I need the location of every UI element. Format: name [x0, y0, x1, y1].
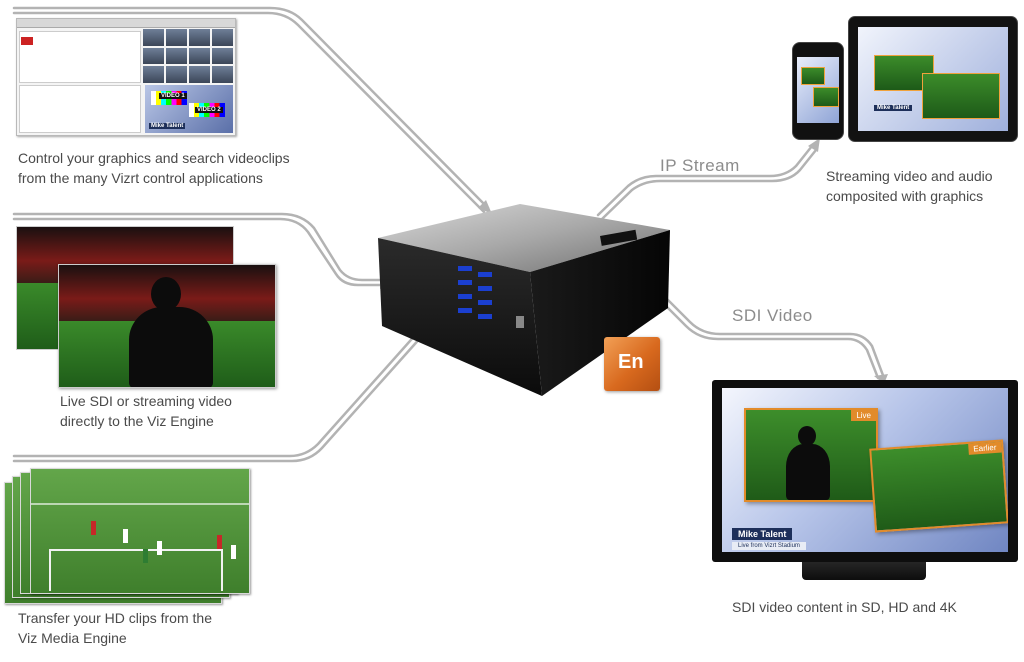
smartphone [792, 42, 844, 140]
sdi-output-caption: SDI video content in SD, HD and 4K [732, 599, 957, 615]
player-1 [91, 521, 96, 535]
tablet-video-panel-2 [922, 73, 1000, 119]
viz-engine-server [378, 204, 670, 396]
server-badge [516, 316, 524, 328]
clip-stack-front [30, 468, 250, 594]
player-4 [217, 535, 222, 549]
control-app-lower-third: Mike Talent [149, 123, 186, 129]
transfer-caption: Transfer your HD clips from the Viz Medi… [18, 608, 212, 648]
streaming-caption: Streaming video and audio composited wit… [826, 166, 993, 206]
tv-lower-third: Mike Talent Live from Vizrt Stadium [732, 524, 842, 550]
player-2 [123, 529, 128, 543]
video1-label: VIDEO 1 [159, 93, 187, 99]
goalkeeper [143, 549, 148, 563]
tv-reporter-silhouette [786, 444, 830, 500]
television-stand [802, 562, 926, 580]
server-side-panel [530, 230, 670, 396]
reporter-head [151, 277, 181, 311]
ip-connector [596, 144, 814, 217]
ip-connector-2 [600, 148, 818, 221]
control-app-playlist-pane [19, 85, 141, 133]
tablet: Mike Talent [848, 16, 1018, 142]
phone-video-panel-1 [801, 67, 825, 85]
sdi-connector [662, 294, 886, 380]
ip-arrowhead [808, 138, 820, 152]
server-top-display [600, 229, 638, 246]
transfer-caption-line-2: Viz Media Engine [18, 630, 127, 646]
pitch-line [31, 503, 249, 505]
control-caption-line-1: Control your graphics and search videocl… [18, 150, 290, 166]
television: Live Earlier Mike Talent Live from Vizrt… [712, 380, 1018, 562]
control-caption: Control your graphics and search videocl… [18, 148, 290, 188]
reporter-silhouette [129, 307, 213, 387]
streaming-caption-line-2: composited with graphics [826, 188, 984, 204]
tv-live-tag: Live [851, 410, 876, 421]
tv-live-panel: Live [744, 408, 878, 502]
tv-lower-third-name: Mike Talent [732, 528, 793, 540]
transfer-connector-2 [12, 334, 424, 463]
television-screen: Live Earlier Mike Talent Live from Vizrt… [722, 388, 1008, 552]
viz-engine-logo-icon: En [604, 337, 660, 391]
phone-video-panel-2 [813, 87, 839, 107]
video2-label: VIDEO 2 [195, 107, 223, 113]
transfer-caption-line-1: Transfer your HD clips from the [18, 610, 212, 626]
streaming-caption-line-1: Streaming video and audio [826, 168, 993, 184]
live-connector [12, 212, 386, 282]
transfer-connector [12, 330, 420, 458]
sdi-video-label: SDI Video [732, 306, 813, 325]
goal-frame [49, 549, 223, 591]
tv-earlier-panel: Earlier [869, 439, 1008, 533]
live-caption: Live SDI or streaming video directly to … [60, 391, 232, 431]
live-caption-line-1: Live SDI or streaming video [60, 393, 232, 409]
server-top-panel [378, 204, 670, 272]
control-app-red-thumb [21, 37, 33, 45]
stadium-image-front [58, 264, 276, 388]
control-app-titlebar [17, 19, 235, 28]
viz-engine-logo-text: En [618, 351, 644, 373]
smartphone-screen [797, 57, 839, 123]
tablet-lower-third: Mike Talent [874, 105, 913, 111]
server-front-panel [378, 238, 542, 396]
control-app-thumbnails [143, 29, 233, 83]
control-app-preview: VIDEO 1 VIDEO 2 Mike Talent [145, 85, 233, 133]
control-connector [12, 6, 490, 210]
player-3 [157, 541, 162, 555]
control-app-screenshot: VIDEO 1 VIDEO 2 Mike Talent [16, 18, 236, 136]
control-connector-2 [12, 11, 486, 214]
control-app-list-pane [19, 31, 141, 83]
ip-stream-label: IP Stream [660, 156, 740, 175]
tablet-screen: Mike Talent [858, 27, 1008, 131]
tv-earlier-tag: Earlier [968, 441, 1002, 455]
control-caption-line-2: from the many Vizrt control applications [18, 170, 263, 186]
live-caption-line-2: directly to the Viz Engine [60, 413, 214, 429]
sdi-connector-2 [658, 298, 880, 380]
control-arrowhead [478, 200, 492, 214]
player-5 [231, 545, 236, 559]
tv-reporter-head [798, 426, 816, 446]
tv-lower-third-subtitle: Live from Vizrt Stadium [732, 542, 806, 550]
live-connector-2 [12, 217, 386, 287]
